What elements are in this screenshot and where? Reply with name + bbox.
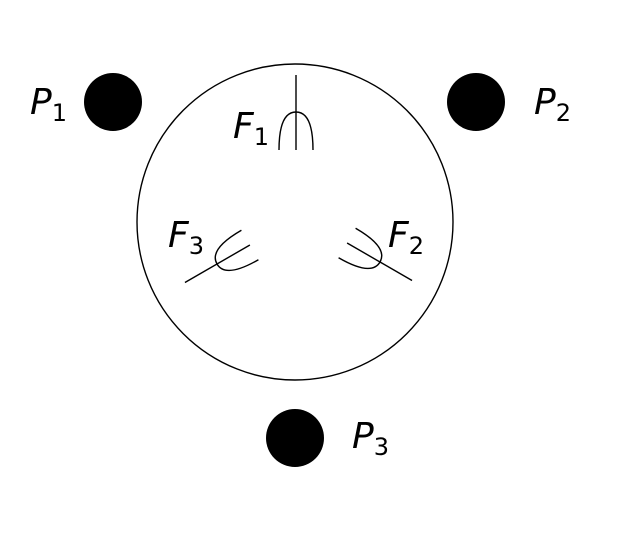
fork-f2-index: 2 xyxy=(409,232,424,260)
philosopher-p3-index: 3 xyxy=(374,433,389,461)
philosopher-p3-dot xyxy=(266,409,324,467)
fork-f3-label: F3 xyxy=(168,215,204,260)
philosopher-p2-letter: P xyxy=(534,82,556,123)
philosopher-p1-letter: P xyxy=(30,82,52,123)
fork-f1-index: 1 xyxy=(254,123,269,151)
philosopher-p1-index: 1 xyxy=(52,99,67,127)
philosopher-p1-label: P1 xyxy=(30,82,67,127)
philosopher-p2-label: P2 xyxy=(534,82,571,127)
fork-f3-letter: F xyxy=(168,215,190,256)
philosopher-p3-letter: P xyxy=(352,416,374,457)
fork-f1-label: F1 xyxy=(233,106,269,151)
fork-f1-icon xyxy=(278,75,314,151)
fork-f1-letter: F xyxy=(233,106,255,147)
fork-f2-label: F2 xyxy=(388,215,424,260)
fork-f3-index: 3 xyxy=(189,232,204,260)
fork-f2-icon xyxy=(338,227,413,282)
philosopher-p3-label: P3 xyxy=(352,416,389,461)
philosopher-p2-dot xyxy=(447,73,505,131)
philosopher-p2-index: 2 xyxy=(556,99,571,127)
fork-f3-icon xyxy=(184,229,259,284)
philosopher-p1-dot xyxy=(84,73,142,131)
fork-f2-letter: F xyxy=(388,215,410,256)
table-circle xyxy=(136,63,454,381)
